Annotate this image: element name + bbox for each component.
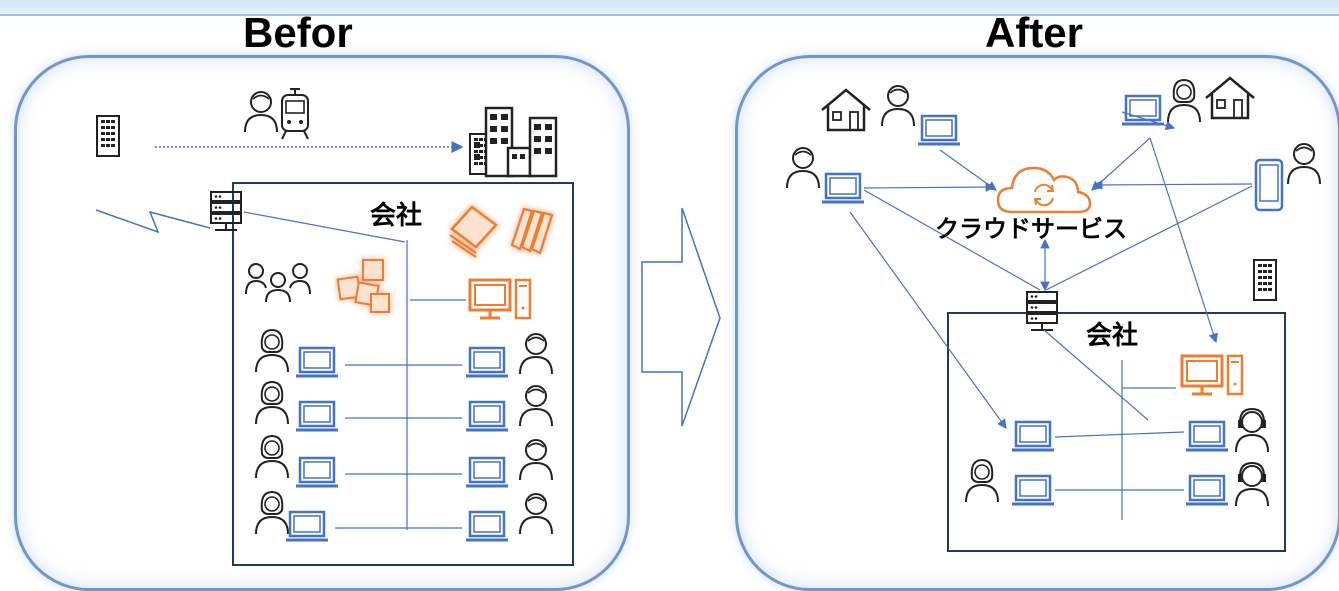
remote-worker-icon bbox=[786, 147, 820, 189]
before-company-label: 会社 bbox=[370, 200, 423, 230]
employee-row bbox=[255, 329, 553, 378]
office-building-icon bbox=[96, 115, 120, 157]
after-company-frame bbox=[947, 312, 1286, 552]
employee-row bbox=[255, 491, 553, 542]
group-people-icon bbox=[245, 263, 311, 303]
laptop-icon bbox=[1120, 94, 1166, 126]
laptop-icon bbox=[1010, 474, 1056, 506]
employee-icon bbox=[965, 459, 999, 503]
laptop-icon bbox=[1184, 474, 1230, 506]
desktop-pc-icon bbox=[1180, 354, 1244, 396]
desktop-pc-icon bbox=[468, 278, 532, 320]
before-panel bbox=[14, 55, 630, 591]
cloud-sync-icon bbox=[996, 166, 1092, 214]
sticky-notes-icon bbox=[336, 259, 390, 313]
laptop-icon bbox=[1184, 420, 1230, 452]
server-icon bbox=[1026, 291, 1058, 331]
city-buildings-icon bbox=[469, 106, 558, 178]
mobile-worker-icon bbox=[1287, 143, 1321, 185]
house-icon bbox=[820, 88, 872, 132]
house-icon bbox=[1204, 76, 1256, 120]
headset-operator-icon bbox=[1235, 462, 1269, 507]
binders-icon bbox=[510, 207, 554, 255]
smartphone-icon bbox=[1254, 158, 1284, 212]
paper-stack-icon bbox=[449, 205, 498, 258]
lightning-link-icon bbox=[95, 209, 211, 234]
cloud-service-label: クラウドサービス bbox=[935, 216, 1127, 243]
employee-row bbox=[255, 435, 553, 488]
office-building-icon bbox=[1253, 259, 1277, 301]
commuter-person-icon bbox=[244, 91, 278, 133]
top-banner bbox=[0, 0, 1339, 16]
transition-arrow-icon bbox=[641, 207, 721, 427]
headset-operator-icon bbox=[1235, 408, 1269, 453]
after-lan bbox=[1043, 329, 1185, 520]
after-title: After bbox=[985, 9, 1084, 56]
laptop-icon bbox=[1010, 420, 1056, 452]
before-title: Befor bbox=[243, 9, 353, 56]
commuter-train-icon bbox=[281, 88, 309, 140]
server-link bbox=[243, 211, 406, 243]
after-company-label: 会社 bbox=[1086, 320, 1139, 350]
employee-row bbox=[255, 381, 553, 432]
laptop-icon bbox=[916, 114, 962, 146]
server-icon bbox=[210, 191, 242, 231]
remote-worker-icon bbox=[1167, 79, 1201, 123]
remote-worker-icon bbox=[881, 85, 915, 127]
diagram-canvas bbox=[95, 76, 1321, 542]
cloud-connections bbox=[849, 111, 1253, 429]
laptop-icon bbox=[820, 172, 866, 204]
